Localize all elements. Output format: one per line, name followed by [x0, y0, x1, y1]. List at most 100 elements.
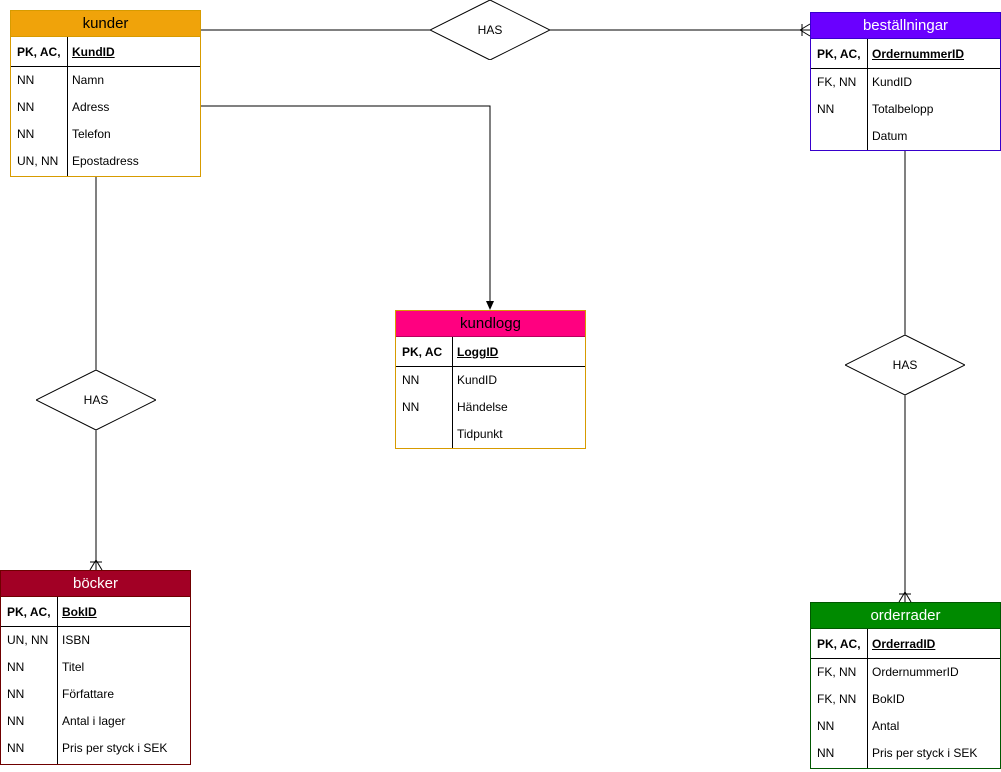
field-name: Tidpunkt: [457, 427, 503, 441]
key-label: NN: [7, 714, 25, 728]
column-divider: [67, 37, 68, 176]
primary-key-row: PK, AC, OrdernummerID: [811, 39, 1000, 69]
key-label: FK, NN: [817, 692, 857, 706]
primary-key-row: PK, AC, KundID: [11, 37, 200, 67]
attribute-row: NN Pris per styck i SEK: [811, 740, 1000, 767]
column-divider: [867, 39, 868, 150]
entity-bocker[interactable]: böcker PK, AC, BokID UN, NN ISBN NN Tite…: [0, 570, 191, 765]
primary-key-row: PK, AC, OrderradID: [811, 629, 1000, 659]
field-name: OrderradID: [872, 637, 936, 651]
relationship-label: HAS: [892, 358, 918, 372]
attribute-row: NN Titel: [1, 654, 190, 681]
attribute-row: NN Namn: [11, 67, 200, 94]
field-name: Titel: [62, 660, 85, 674]
relationship-kunder-bestallningar[interactable]: HAS: [430, 0, 550, 60]
entity-title: beställningar: [811, 13, 1000, 39]
crowfoot-bocker: [89, 559, 103, 571]
field-name: BokID: [62, 605, 97, 619]
attribute-row: UN, NN Epostadress: [11, 148, 200, 175]
attribute-row: FK, NN BokID: [811, 686, 1000, 713]
key-label: NN: [7, 741, 25, 755]
field-name: KundID: [457, 373, 498, 387]
field-name: Adress: [72, 100, 110, 114]
key-label: NN: [17, 127, 35, 141]
diamond-shape: [430, 0, 550, 60]
key-label: NN: [17, 73, 35, 87]
field-name: Författare: [62, 687, 115, 701]
attribute-row: Datum: [811, 123, 1000, 150]
attribute-row: FK, NN OrdernummerID: [811, 659, 1000, 686]
field-name: OrdernummerID: [872, 665, 959, 679]
key-label: NN: [402, 373, 420, 387]
column-divider: [57, 597, 58, 764]
field-name: LoggID: [457, 345, 499, 359]
attribute-row: FK, NN KundID: [811, 69, 1000, 96]
entity-kundlogg[interactable]: kundlogg PK, AC LoggID NN KundID NN Händ…: [395, 310, 586, 449]
field-name: KundID: [872, 75, 913, 89]
relationship-label: HAS: [83, 393, 109, 407]
key-label: NN: [7, 687, 25, 701]
entity-orderrader[interactable]: orderrader PK, AC, OrderradID FK, NN Ord…: [810, 602, 1001, 769]
crowfoot-orderrader: [898, 591, 912, 603]
key-label: UN, NN: [7, 633, 49, 647]
attribute-row: Tidpunkt: [396, 421, 585, 448]
diamond-shape: [36, 370, 156, 430]
field-name: Epostadress: [72, 154, 139, 168]
relationship-label: HAS: [477, 23, 503, 37]
field-name: Datum: [872, 129, 908, 143]
key-label: PK, AC: [402, 345, 443, 359]
attribute-row: NN Totalbelopp: [811, 96, 1000, 123]
field-name: Antal: [872, 719, 900, 733]
field-name: Namn: [72, 73, 105, 87]
attribute-row: NN Telefon: [11, 121, 200, 148]
field-name: Pris per styck i SEK: [62, 741, 168, 755]
key-label: NN: [17, 100, 35, 114]
primary-key-row: PK, AC LoggID: [396, 337, 585, 367]
relationship-kunder-bocker[interactable]: HAS: [36, 370, 156, 430]
key-label: FK, NN: [817, 75, 857, 89]
primary-key-row: PK, AC, BokID: [1, 597, 190, 627]
key-label: UN, NN: [17, 154, 59, 168]
entity-bestallningar[interactable]: beställningar PK, AC, OrdernummerID FK, …: [810, 12, 1001, 151]
column-divider: [452, 337, 453, 448]
field-name: Pris per styck i SEK: [872, 746, 978, 760]
key-label: PK, AC,: [17, 45, 61, 59]
entity-title: kundlogg: [396, 311, 585, 337]
key-label: [811, 123, 867, 150]
field-name: Händelse: [457, 400, 508, 414]
key-label: NN: [817, 719, 835, 733]
arrowhead-kundlogg: [486, 301, 494, 310]
entity-kunder[interactable]: kunder PK, AC, KundID NN Namn NN Adress …: [10, 10, 201, 177]
entity-title: kunder: [11, 11, 200, 37]
entity-title: böcker: [1, 571, 190, 597]
crowfoot-bestallningar: [799, 23, 811, 37]
attribute-row: NN Antal i lager: [1, 708, 190, 735]
key-label: NN: [402, 400, 420, 414]
relationship-bestallningar-orderrader[interactable]: HAS: [845, 335, 965, 395]
attribute-row: NN Pris per styck i SEK: [1, 735, 190, 762]
field-name: Antal i lager: [62, 714, 126, 728]
field-name: Telefon: [72, 127, 111, 141]
attribute-row: NN Adress: [11, 94, 200, 121]
key-label: NN: [7, 660, 25, 674]
diamond-shape: [845, 335, 965, 395]
entity-title: orderrader: [811, 603, 1000, 629]
column-divider: [867, 629, 868, 768]
key-label: NN: [817, 746, 835, 760]
connector-kunder-kundlogg: [201, 105, 491, 302]
key-label: [396, 421, 452, 448]
attribute-row: UN, NN ISBN: [1, 627, 190, 654]
key-label: FK, NN: [817, 665, 857, 679]
field-name: OrdernummerID: [872, 47, 965, 61]
key-label: PK, AC,: [817, 637, 861, 651]
attribute-row: NN Författare: [1, 681, 190, 708]
key-label: NN: [817, 102, 835, 116]
key-label: PK, AC,: [7, 605, 51, 619]
key-label: PK, AC,: [817, 47, 861, 61]
field-name: KundID: [72, 45, 115, 59]
field-name: Totalbelopp: [872, 102, 934, 116]
attribute-row: NN Antal: [811, 713, 1000, 740]
attribute-row: NN KundID: [396, 367, 585, 394]
field-name: BokID: [872, 692, 905, 706]
